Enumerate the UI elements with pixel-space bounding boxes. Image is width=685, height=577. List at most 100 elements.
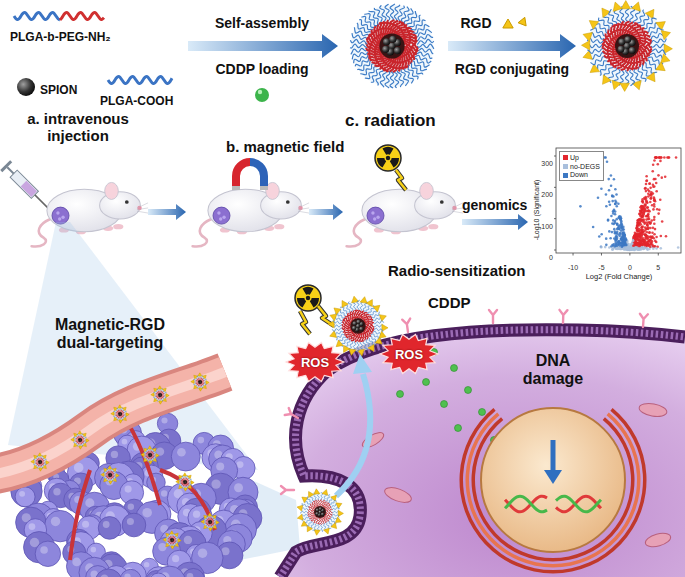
- cell-illustration-part: [281, 486, 294, 494]
- tumor-illustration-part-part: [188, 485, 192, 489]
- volcano-plot-part: [645, 183, 648, 186]
- preparation-illustration-part-part: [389, 36, 396, 43]
- volcano-plot-part: [651, 170, 654, 173]
- tumor-illustration-part-part: [184, 484, 185, 486]
- tumor-illustration-part-part: [194, 375, 198, 379]
- volcano-plot-part: [623, 234, 626, 237]
- tumor-illustration-part-part: [81, 441, 83, 442]
- tumor-illustration-part-part: [109, 471, 111, 473]
- tumor-illustration-part: [216, 463, 224, 471]
- tumor-illustration-part-part: [122, 411, 123, 413]
- cell-illustration-part: [280, 330, 685, 577]
- volcano-plot-part: [645, 180, 648, 183]
- tumor-illustration-part-part: [207, 519, 209, 521]
- mouse-figure-part: [56, 211, 59, 214]
- tumor-illustration-part-part: [110, 475, 111, 476]
- tumor-illustration-part-part: [112, 473, 114, 474]
- tumor-illustration-part-part: [121, 415, 123, 416]
- tumor-illustration-part-part: [149, 461, 153, 464]
- tumor-illustration-part-part: [208, 522, 209, 523]
- cell-illustration-part: [451, 365, 458, 372]
- tumor-illustration-part-part: [170, 538, 174, 542]
- tumor-illustration-part-part: [118, 413, 119, 414]
- volcano-plot-part: [616, 205, 619, 208]
- tumor-illustration-part-part: [202, 379, 203, 381]
- tumor-illustration-part-part: [148, 455, 149, 456]
- syringe-part: [10, 170, 38, 198]
- tumor-illustration-part-part: [183, 478, 185, 480]
- volcano-plot: [554, 148, 681, 256]
- tumor-illustration-part-part: [119, 416, 120, 418]
- volcano-plot-part: [573, 253, 574, 256]
- tumor-illustration-part-part: [199, 378, 201, 380]
- preparation-illustration-part-part: [390, 4, 395, 21]
- tumor-illustration-part: [128, 503, 134, 509]
- tumor-illustration-part-part: [78, 438, 82, 442]
- tumor-illustration-part-part: [74, 443, 78, 447]
- tumor-illustration-part-part: [150, 454, 151, 455]
- tumor-illustration-part-part: [114, 411, 116, 413]
- tumor-illustration-part-part: [200, 380, 201, 381]
- preparation-illustration-part-part: [350, 44, 367, 48]
- tumor-illustration-part: [187, 573, 194, 577]
- tumor-illustration-part-part: [149, 457, 150, 459]
- tumor-illustration-part-part: [158, 394, 159, 395]
- volcano-plot-part: [554, 187, 556, 188]
- volcano-plot-part: [641, 212, 644, 215]
- volcano-plot-part: [609, 203, 612, 206]
- tumor-illustration-part-part: [210, 520, 211, 521]
- preparation-illustration-part: [108, 77, 172, 84]
- tumor-illustration-part-part: [120, 414, 121, 415]
- tumor-illustration-part-part: [76, 441, 78, 442]
- mouse-figure-part: [286, 200, 290, 204]
- volcano-plot-part: [604, 156, 607, 159]
- tumor-illustration-part-part: [187, 482, 189, 484]
- preparation-illustration-part-part: [374, 8, 382, 24]
- volcano-plot-part: [654, 240, 657, 243]
- volcano-plot-part: [614, 203, 617, 206]
- tumor-illustration-part-part: [154, 388, 158, 392]
- cell-illustration-part-part: [559, 310, 567, 323]
- volcano-plot-part: [600, 233, 603, 236]
- volcano-plot-part: [638, 221, 641, 224]
- volcano-plot-part: [653, 197, 656, 200]
- volcano-plot-part: [622, 228, 625, 231]
- tumor-illustration-part-part: [144, 457, 147, 458]
- preparation-illustration-part-part: [618, 46, 625, 53]
- volcano-plot-part: [610, 215, 613, 218]
- volcano-plot-part: [638, 212, 641, 215]
- preparation-illustration-part-part: [626, 57, 629, 71]
- radiation-symbol-part: [386, 156, 390, 160]
- volcano-plot-part: [554, 250, 556, 251]
- volcano-plot-part: [611, 244, 614, 247]
- tumor-illustration-part-part: [147, 456, 149, 457]
- tumor-illustration-part: [100, 575, 108, 577]
- tumor-illustration-part-part: [118, 410, 120, 412]
- tumor-illustration-part-part: [113, 407, 127, 421]
- tumor-illustration-part-part: [79, 442, 80, 444]
- volcano-plot-part: [606, 160, 609, 163]
- lightning-bolt-part: [300, 311, 310, 334]
- volcano-plot-part: [642, 239, 645, 242]
- mouse-figure-part: [105, 182, 119, 199]
- preparation-illustration-part-part: [583, 32, 592, 41]
- tumor-illustration-part-part: [31, 460, 34, 464]
- tumor-illustration-part: [163, 531, 181, 549]
- tumor-illustration-part-part: [122, 407, 123, 410]
- volcano-plot-part: [613, 178, 616, 181]
- tumor-illustration-part-part: [159, 394, 160, 395]
- mouse-figure-part: [347, 219, 366, 246]
- preparation-illustration-part-part: [583, 50, 592, 59]
- tumor-illustration-part-part: [208, 513, 212, 516]
- tumor-illustration-part-part: [181, 481, 183, 483]
- tumor-illustration-part: [98, 517, 121, 540]
- volcano-plot-part: [629, 249, 632, 252]
- tumor-illustration-part: [176, 473, 194, 491]
- tumor-illustration-part-part: [162, 392, 163, 394]
- tumor-illustration-part-part: [80, 436, 82, 438]
- tumor-illustration-part-part: [206, 523, 208, 524]
- tumor-illustration-part-part: [159, 395, 160, 396]
- preparation-illustration-part-part: [394, 71, 399, 88]
- tumor-illustration-part-part: [187, 475, 191, 479]
- tumor-illustration-part-part: [198, 380, 202, 384]
